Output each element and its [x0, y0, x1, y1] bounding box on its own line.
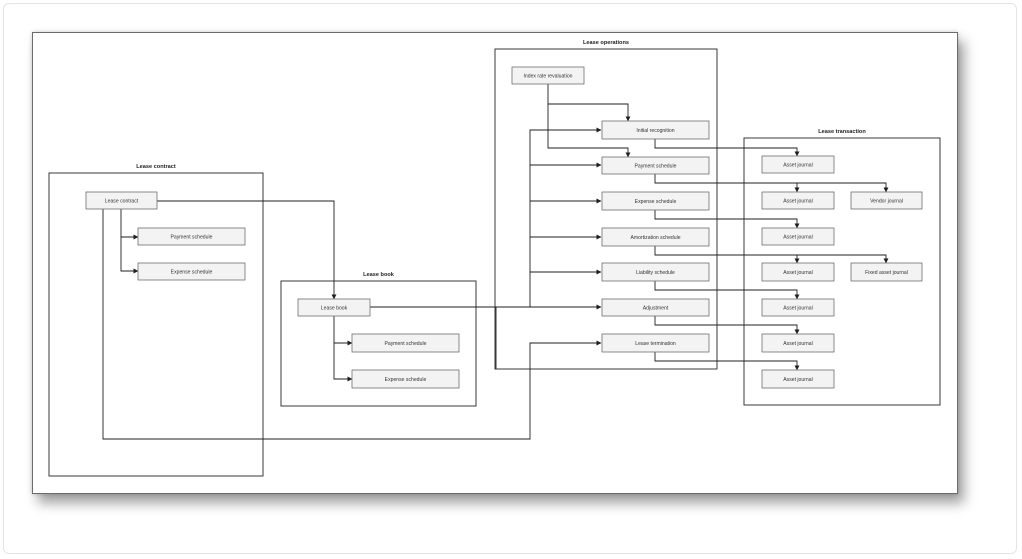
box-label: Asset journal	[783, 163, 812, 169]
box-lease-contract[interactable]: Lease contract	[85, 191, 158, 210]
connectors	[102, 84, 889, 440]
group-title-lease-contract: Lease contract	[136, 164, 176, 170]
box-lease-book[interactable]: Lease book	[297, 298, 371, 317]
box-liability-schedule[interactable]: Liability schedule	[601, 262, 710, 282]
group-lease-operations	[494, 48, 718, 370]
box-label: Liability schedule	[636, 270, 675, 276]
box-asset-journal-5[interactable]: Asset journal	[761, 298, 835, 317]
arrow-termination-to-asset-journal	[654, 352, 800, 371]
group-title-lease-operations: Lease operations	[583, 40, 629, 46]
arrow-expense-schedule-to-asset-journal	[654, 210, 800, 229]
box-label: Payment schedule	[171, 235, 213, 241]
box-label: Lease book	[321, 306, 348, 312]
arrow-adjustment-to-asset-journal	[654, 316, 800, 335]
arrow-book-to-payment	[333, 316, 353, 346]
box-label: Asset journal	[783, 377, 812, 383]
arrow-liability-to-asset-journal	[654, 281, 800, 300]
arrow-index-to-initial-recognition	[547, 84, 631, 122]
box-asset-journal-3[interactable]: Asset journal	[761, 227, 835, 246]
arrow-amortization-to-fixed-asset-journal	[654, 246, 889, 264]
arrow-book-to-expense	[333, 343, 353, 382]
box-book-payment-schedule[interactable]: Payment schedule	[351, 333, 460, 353]
box-contract-expense-schedule[interactable]: Expense schedule	[137, 262, 246, 281]
arrow-contract-to-payment	[120, 209, 139, 240]
arrow-contract-to-expense	[120, 237, 139, 274]
box-fixed-asset-journal[interactable]: Fixed asset journal	[850, 262, 923, 282]
box-label: Index rate revaluation	[524, 74, 573, 80]
box-ops-payment-schedule[interactable]: Payment schedule	[601, 156, 710, 175]
arrow-payment-schedule-to-vendor-journal	[654, 174, 889, 193]
box-label: Payment schedule	[635, 164, 677, 170]
box-asset-journal-1[interactable]: Asset journal	[761, 155, 835, 174]
box-label: Expense schedule	[635, 199, 677, 205]
box-label: Lease contract	[105, 199, 139, 205]
box-label: Amortization schedule	[630, 235, 680, 241]
box-asset-journal-4[interactable]: Asset journal	[761, 262, 835, 282]
box-adjustment[interactable]: Adjustment	[601, 298, 710, 317]
box-label: Lease termination	[635, 341, 676, 347]
box-lease-termination[interactable]: Lease termination	[601, 333, 710, 353]
box-label: Asset journal	[783, 341, 812, 347]
box-label: Fixed asset journal	[865, 270, 908, 276]
group-title-lease-transaction: Lease transaction	[818, 129, 866, 135]
box-label: Asset journal	[783, 270, 812, 276]
box-label: Expense schedule	[385, 377, 427, 383]
box-ops-expense-schedule[interactable]: Expense schedule	[601, 191, 710, 211]
group-lease-contract	[48, 172, 264, 477]
group-title-lease-book: Lease book	[363, 272, 395, 278]
box-label: Expense schedule	[171, 270, 213, 276]
box-label: Asset journal	[783, 235, 812, 241]
box-label: Payment schedule	[385, 341, 427, 347]
box-asset-journal-6[interactable]: Asset journal	[761, 333, 835, 353]
box-book-expense-schedule[interactable]: Expense schedule	[351, 369, 460, 389]
arrow-contract-to-termination	[102, 209, 602, 440]
box-initial-recognition[interactable]: Initial recognition	[601, 120, 710, 140]
arrow-book-to-initial-recognition	[529, 127, 602, 307]
box-asset-journal-7[interactable]: Asset journal	[761, 369, 835, 389]
box-contract-payment-schedule[interactable]: Payment schedule	[137, 227, 246, 246]
arrow-initial-recognition-to-asset-journal	[654, 139, 800, 157]
box-label: Initial recognition	[636, 128, 674, 134]
box-label: Vendor journal	[870, 199, 903, 205]
box-label: Asset journal	[783, 199, 812, 205]
box-index-rate-revaluation[interactable]: Index rate revaluation	[511, 66, 585, 85]
arrow-index-to-payment-schedule	[547, 104, 631, 158]
box-label: Asset journal	[783, 306, 812, 312]
group-lease-transaction	[743, 137, 941, 406]
box-amortization-schedule[interactable]: Amortization schedule	[601, 227, 710, 247]
arrow-contract-to-book	[157, 200, 337, 300]
page-frame	[3, 3, 1017, 554]
group-lease-book	[280, 280, 477, 407]
box-vendor-journal[interactable]: Vendor journal	[850, 191, 923, 210]
box-label: Adjustment	[643, 306, 669, 312]
box-asset-journal-2[interactable]: Asset journal	[761, 191, 835, 210]
